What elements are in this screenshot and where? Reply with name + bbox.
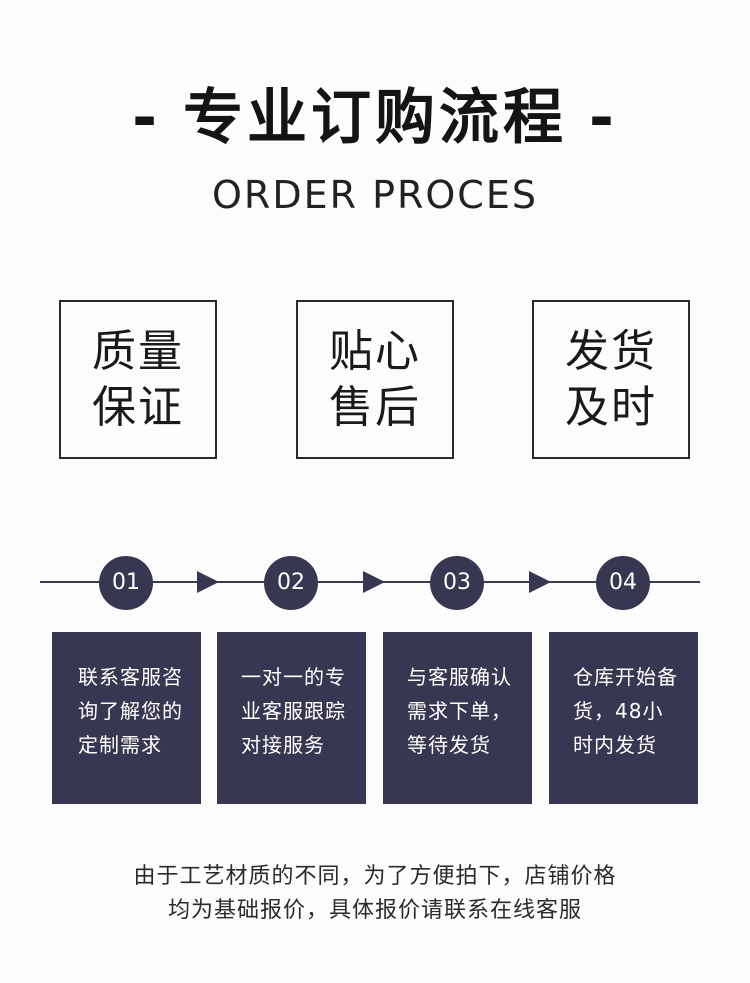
footer-line: 均为基础报价，具体报价请联系在线客服	[167, 898, 582, 923]
step-text-line: 对接服务	[241, 733, 325, 757]
title-dash-left: -	[132, 83, 161, 153]
arrow-right-icon	[363, 571, 385, 593]
feature-after-sales: 贴心 售后	[296, 300, 454, 459]
feature-line: 售后	[329, 381, 421, 433]
step-number-badge: 02	[264, 556, 318, 610]
step-text-line: 等待发货	[407, 733, 491, 757]
step-card-service: 一对一的专 业客服跟踪 对接服务	[217, 632, 366, 804]
step-card-consult: 联系客服咨 询了解您的 定制需求	[52, 632, 201, 804]
step-text-line: 时内发货	[573, 733, 657, 757]
feature-line: 质量	[92, 325, 184, 377]
step-number-badge: 01	[99, 556, 153, 610]
step-number-badge: 04	[596, 556, 650, 610]
footer-line: 由于工艺材质的不同，为了方便拍下，店铺价格	[133, 864, 617, 889]
page-subtitle: ORDER PROCES	[212, 173, 538, 217]
feature-line: 发货	[565, 325, 657, 377]
step-text-line: 定制需求	[78, 733, 162, 757]
step-text-line: 仓库开始备	[573, 665, 678, 689]
feature-line: 贴心	[329, 325, 421, 377]
title-text: 专业订购流程	[183, 83, 567, 153]
footer-note: 由于工艺材质的不同，为了方便拍下，店铺价格 均为基础报价，具体报价请联系在线客服	[0, 860, 750, 928]
feature-shipping: 发货 及时	[532, 300, 690, 459]
title-dash-right: -	[589, 83, 618, 153]
feature-line: 保证	[92, 381, 184, 433]
step-text-line: 与客服确认	[407, 665, 512, 689]
page-title: -专业订购流程-	[0, 78, 750, 158]
feature-quality: 质量 保证	[59, 300, 217, 459]
step-text-line: 一对一的专	[241, 665, 346, 689]
step-card-shipping: 仓库开始备 货，48小 时内发货	[549, 632, 698, 804]
step-text-line: 联系客服咨	[78, 665, 183, 689]
step-text-line: 需求下单，	[407, 699, 512, 723]
arrow-right-icon	[197, 571, 219, 593]
step-text-line: 询了解您的	[78, 699, 183, 723]
step-text-line: 业客服跟踪	[241, 699, 346, 723]
arrow-right-icon	[529, 571, 551, 593]
feature-line: 及时	[565, 381, 657, 433]
step-number-badge: 03	[430, 556, 484, 610]
step-text-line: 货，48小	[573, 699, 664, 723]
step-card-order: 与客服确认 需求下单， 等待发货	[383, 632, 532, 804]
